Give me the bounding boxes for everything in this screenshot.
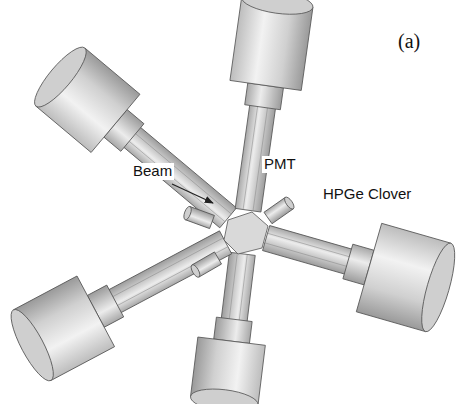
detector-neck [221,252,255,325]
neck-facet [239,254,248,323]
neck-facet [114,247,228,308]
beam-label: Beam [131,163,174,180]
panel-label: (a) [396,30,422,52]
target-chamber [182,196,295,279]
neck-facet [243,103,258,210]
neck-facet [109,238,223,299]
pmt-label: PMT [262,156,298,173]
pmt-tube [264,196,296,224]
neck-facet [126,139,225,222]
dewar-cap [189,386,259,404]
neck-facet [268,233,354,258]
detector-label: HPGe Clover [321,186,413,203]
detector-neck [121,125,237,228]
neck-facet [229,253,238,322]
clover-detector [212,0,314,215]
clover-detector [253,194,461,335]
pmt-tube [182,206,214,229]
chamber-body [224,212,268,254]
clover-detector [189,250,276,404]
pmt-cap [189,263,201,278]
clover-detector [4,207,245,386]
dewar-cap [415,240,462,335]
dewar-cap [240,0,314,18]
dewar-cap [4,305,61,386]
clover-detector [28,41,253,247]
neck-facet [265,243,351,268]
detector-neck [263,226,356,276]
clover-detectors [4,0,462,404]
pmt-cap [182,206,192,221]
pmt-tube [189,252,221,279]
pmt-cap [283,196,296,211]
dewar-cap [28,41,94,113]
detector-neck [106,231,232,315]
beam-arrow [172,184,213,203]
